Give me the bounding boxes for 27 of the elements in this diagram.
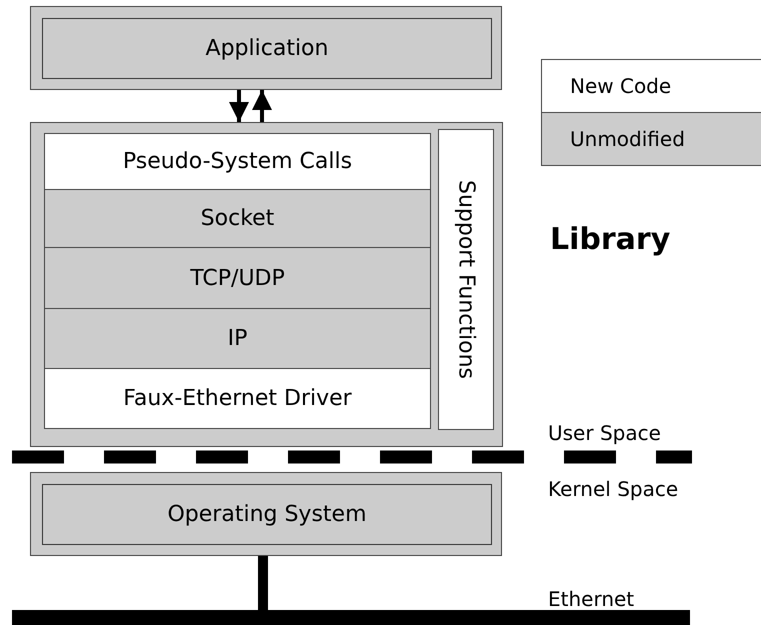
layer-box (438, 129, 494, 430)
space-label: User Space (548, 420, 661, 447)
ethernet-bar (12, 610, 690, 625)
library-panel (30, 122, 503, 447)
legend-label: Unmodified (570, 126, 685, 153)
layer-box (44, 308, 431, 369)
layer-box (44, 368, 431, 429)
connector-line (258, 556, 268, 610)
layer-box (44, 247, 431, 309)
layer-label: Pseudo-System Calls (122, 148, 352, 176)
layer-label: Support Functions (452, 180, 480, 379)
legend-label: New Code (570, 73, 672, 100)
layer-frame (30, 472, 502, 556)
layer-label: IP (228, 325, 248, 353)
layer-frame (30, 6, 502, 90)
layer-box (44, 133, 431, 190)
arrow (229, 90, 249, 122)
layer-label: Socket (200, 205, 274, 233)
layer-label: TCP/UDP (190, 264, 285, 292)
layer-label: Faux-Ethernet Driver (123, 385, 352, 413)
layer-label: Operating System (167, 501, 367, 529)
arrow (252, 90, 272, 122)
layer-label: Application (206, 35, 328, 63)
layer-box (44, 189, 431, 248)
space-label: Kernel Space (548, 476, 678, 503)
library-title: Library (550, 222, 672, 258)
network-label: Ethernet (548, 586, 634, 613)
